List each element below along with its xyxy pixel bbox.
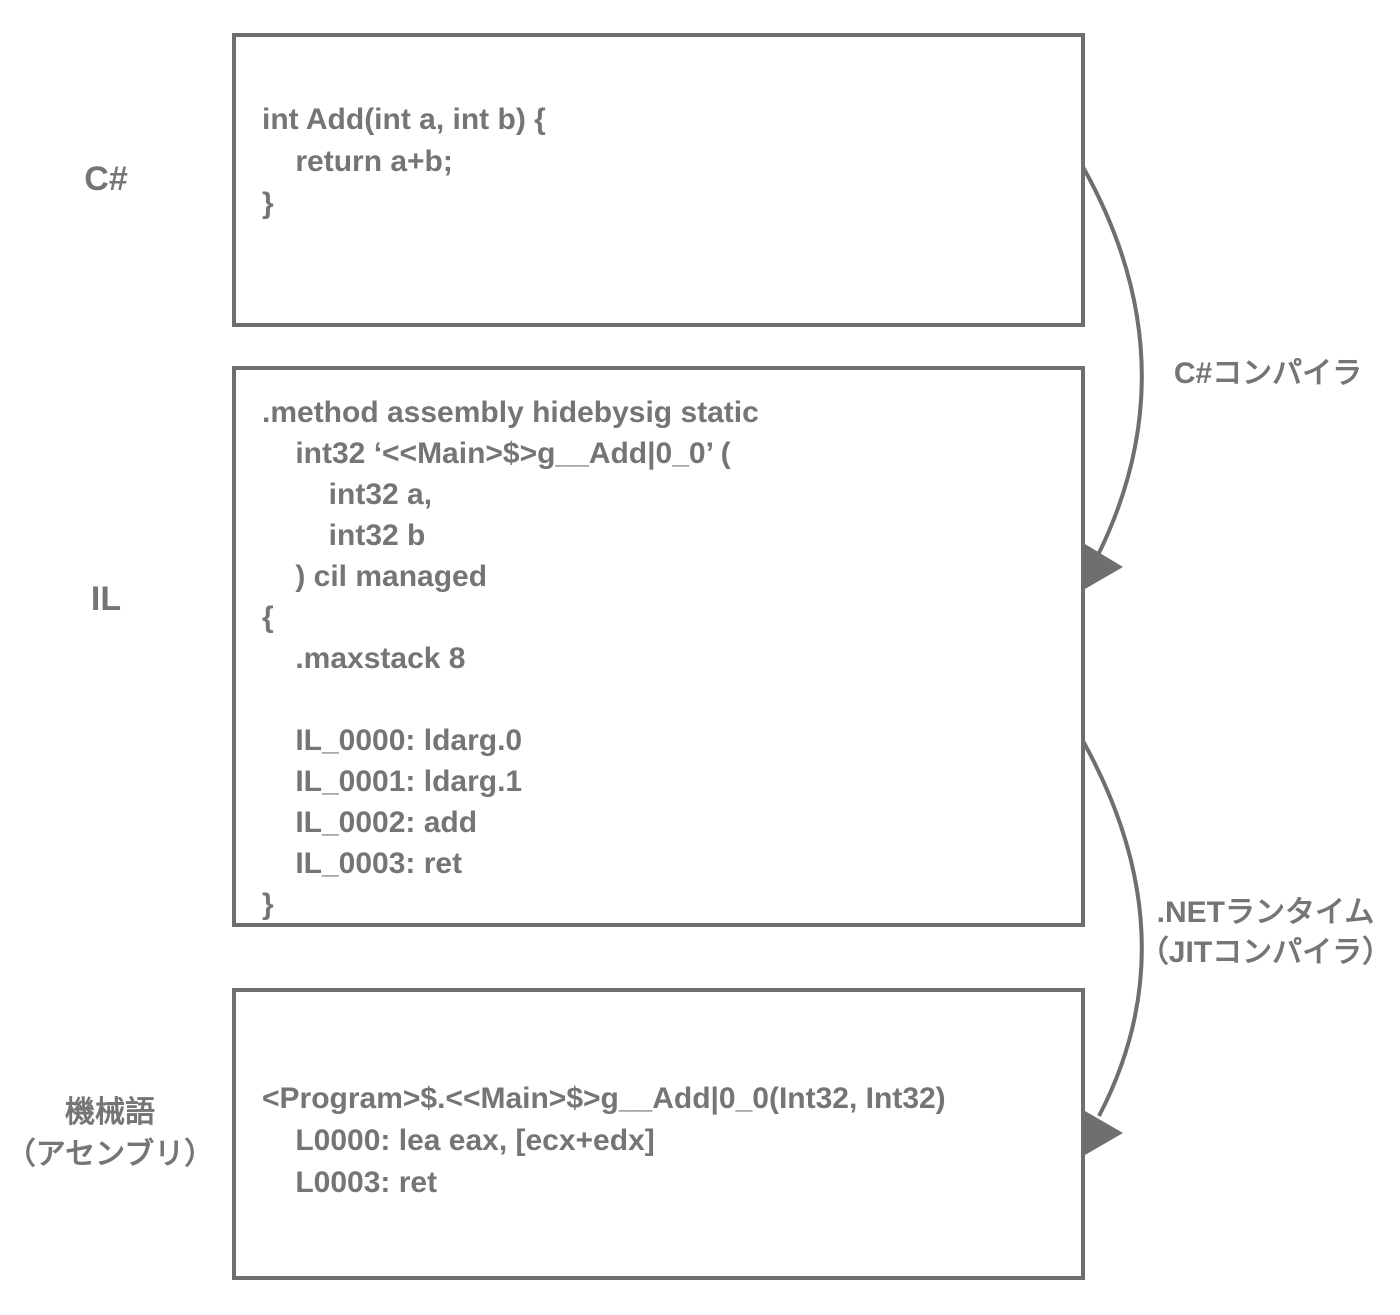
il-code-box: .method assembly hidebysig static int32 … <box>232 366 1085 927</box>
runtime-arrowhead-icon <box>1085 1111 1123 1155</box>
compiler-arrow-curve <box>1081 166 1144 554</box>
compiler-arrow-label: C#コンパイラ <box>1173 357 1363 390</box>
runtime-arrow-curve <box>1081 740 1144 1117</box>
stage-label-il: IL <box>90 580 122 618</box>
runtime-arrow-label-line1: .NETランタイム <box>1156 896 1375 929</box>
csharp-code: int Add(int a, int b) { return a+b; } <box>262 103 546 220</box>
stage-label-machine: 機械語 （アセンブリ） <box>0 1092 220 1176</box>
runtime-arrow-label-line2: （JITコンパイラ） <box>1138 936 1393 969</box>
stage-label-machine-line2: （アセンブリ） <box>5 1138 215 1171</box>
stage-label-csharp: C# <box>84 160 128 198</box>
stage-label-machine-line1: 機械語 <box>65 1096 155 1129</box>
csharp-code-box: int Add(int a, int b) { return a+b; } <box>232 33 1085 327</box>
machine-code-box: <Program>$.<<Main>$>g__Add|0_0(Int32, In… <box>232 988 1085 1280</box>
il-code: .method assembly hidebysig static int32 … <box>262 396 759 921</box>
machine-code: <Program>$.<<Main>$>g__Add|0_0(Int32, In… <box>262 1082 946 1199</box>
runtime-arrow-label: .NETランタイム （JITコンパイラ） <box>1138 893 1393 973</box>
compiler-arrowhead-icon <box>1085 544 1123 589</box>
